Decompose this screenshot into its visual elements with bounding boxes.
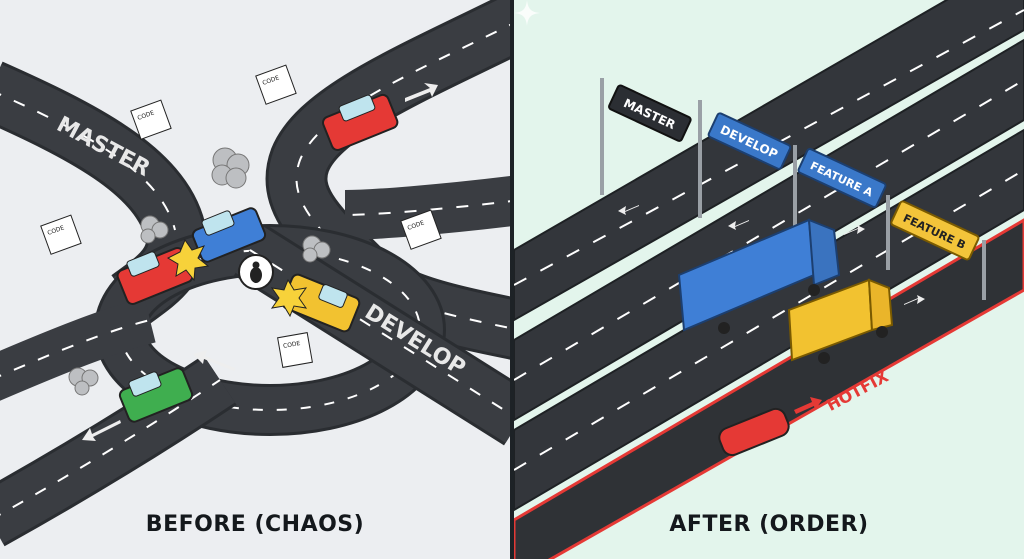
code-paper: CODE — [40, 214, 82, 255]
arrow-icon — [405, 83, 438, 102]
hotfix-arrow-icon — [794, 397, 822, 414]
arrow-icon — [904, 295, 925, 305]
smoke-cloud-icon — [211, 147, 250, 189]
after-caption: AFTER (ORDER) — [669, 512, 869, 537]
orderly-highway-scene: MASTER DEVELOP FEATURE A FEATURE B — [514, 0, 1024, 559]
smoke-cloud-icon — [302, 235, 331, 263]
arrow-icon — [193, 350, 235, 371]
bug-badge — [238, 254, 274, 290]
highway — [514, 0, 1024, 559]
code-paper: CODE — [277, 332, 313, 368]
smoke-cloud-icon — [140, 215, 169, 244]
code-paper: CODE — [255, 64, 297, 105]
before-caption: BEFORE (CHAOS) — [145, 512, 365, 537]
sign-master: MASTER — [608, 84, 692, 142]
after-panel: MASTER DEVELOP FEATURE A FEATURE B — [514, 0, 1024, 559]
bug-icon — [250, 267, 262, 283]
blue-truck — [677, 218, 841, 334]
arrow-icon — [82, 420, 121, 441]
sparkle-icon — [514, 0, 540, 26]
yellow-truck — [787, 278, 894, 364]
green-car — [118, 367, 194, 423]
smoke-cloud-icon — [68, 367, 99, 396]
arrow-icon — [728, 220, 749, 230]
red-sports-car — [718, 407, 790, 457]
arrow-icon — [844, 225, 865, 235]
code-paper: CODE — [130, 99, 172, 140]
panel-divider — [510, 0, 514, 559]
svg-text:CODE: CODE — [283, 340, 301, 350]
red-car-crash — [116, 247, 194, 305]
crash-burst-icon — [270, 278, 308, 318]
lower-left-road — [0, 297, 237, 547]
before-panel: MASTER DEVELOP — [0, 0, 510, 559]
crash-burst-icon — [166, 238, 210, 282]
chaos-roads-scene: MASTER DEVELOP — [0, 0, 510, 547]
arrow-icon — [618, 205, 639, 215]
code-paper: CODE — [400, 209, 442, 250]
red-car-top — [321, 93, 399, 151]
